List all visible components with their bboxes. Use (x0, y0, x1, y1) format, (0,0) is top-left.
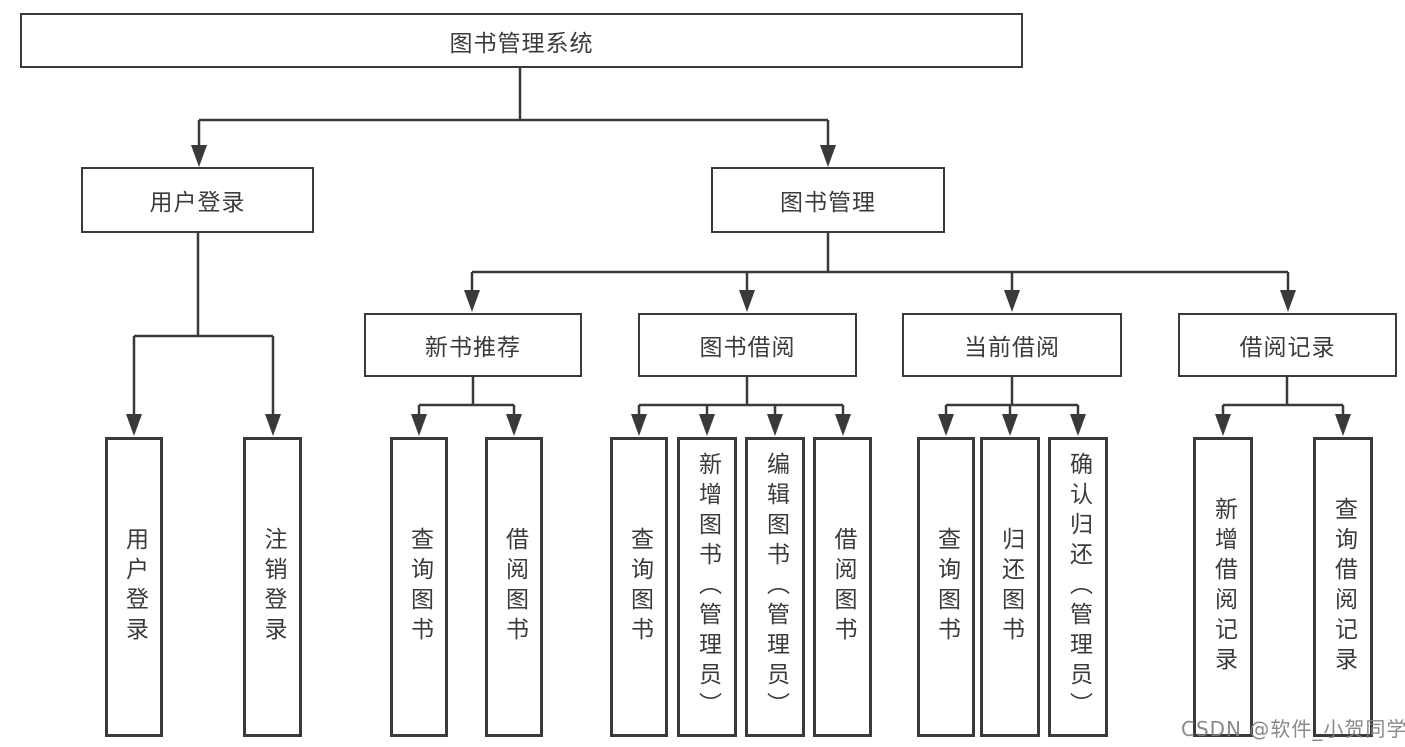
connector-root-to-level2 (191, 68, 836, 167)
node-label: 图书借阅 (699, 335, 796, 361)
node-label: 借阅图书 (830, 527, 856, 647)
node-leaf-add-books-admin: 新增图书（管理员） (677, 437, 737, 737)
connector-borrowing-records-children (1215, 377, 1351, 436)
connector-current-borrowing-children (938, 377, 1086, 436)
arrow-down-icon (699, 414, 715, 436)
node-label: 确认归还（管理员） (1065, 452, 1092, 722)
arrow-down-icon (631, 414, 647, 436)
node-leaf-logout: 注销登录 (243, 437, 302, 737)
arrow-down-icon (191, 145, 207, 167)
node-label: 新书推荐 (425, 335, 521, 361)
node-current-borrowing: 当前借阅 (902, 313, 1122, 377)
arrow-down-icon (1002, 414, 1018, 436)
node-label: 借阅图书 (501, 527, 528, 647)
node-label: 当前借阅 (964, 335, 1060, 361)
connector-user-login-children (126, 233, 281, 436)
node-borrowing-records: 借阅记录 (1178, 313, 1397, 377)
arrow-down-icon (126, 414, 142, 436)
arrow-down-icon (506, 414, 522, 436)
node-label: 查询借阅记录 (1330, 497, 1357, 677)
node-label: 查询图书 (626, 527, 653, 647)
arrow-down-icon (938, 414, 954, 436)
node-leaf-edit-books-admin: 编辑图书（管理员） (745, 437, 805, 737)
node-leaf-user-login: 用户登录 (105, 437, 163, 737)
node-user-login: 用户登录 (81, 167, 314, 233)
node-label: 借阅记录 (1239, 335, 1336, 361)
node-leaf-borrow-books-recommend: 借阅图书 (485, 437, 543, 737)
arrow-down-icon (464, 290, 480, 312)
node-book-borrowing: 图书借阅 (638, 313, 857, 377)
node-leaf-return-books: 归还图书 (980, 437, 1040, 737)
arrow-down-icon (1215, 414, 1231, 436)
node-library-system: 图书管理系统 (20, 13, 1023, 68)
arrow-down-icon (1280, 290, 1296, 312)
node-leaf-query-books-borrowing: 查询图书 (610, 437, 668, 737)
node-label: 查询图书 (933, 527, 960, 647)
node-book-management: 图书管理 (711, 167, 945, 233)
node-label: 新增借阅记录 (1210, 497, 1237, 677)
arrow-down-icon (835, 414, 851, 436)
node-leaf-add-borrow-record: 新增借阅记录 (1193, 437, 1253, 737)
node-label: 查询图书 (406, 527, 433, 647)
node-label: 用户登录 (121, 527, 148, 647)
node-label: 图书管理 (780, 190, 876, 216)
node-label: 用户登录 (149, 190, 246, 216)
node-leaf-query-books-recommend: 查询图书 (390, 437, 448, 737)
node-label: 图书管理系统 (449, 30, 594, 57)
arrow-down-icon (767, 414, 783, 436)
connector-new-book-children (411, 377, 522, 436)
arrow-down-icon (1070, 414, 1086, 436)
arrow-down-icon (820, 145, 836, 167)
node-label: 新增图书（管理员） (694, 452, 721, 722)
arrow-down-icon (739, 290, 755, 312)
node-label: 编辑图书（管理员） (762, 452, 789, 722)
connector-book-borrowing-children (631, 377, 851, 436)
node-leaf-query-borrow-record: 查询借阅记录 (1313, 437, 1373, 737)
watermark: CSDN @软件_小贺同学 (1181, 717, 1405, 741)
arrow-down-icon (1335, 414, 1351, 436)
arrow-down-icon (265, 414, 281, 436)
node-leaf-query-books-current: 查询图书 (917, 437, 975, 737)
arrow-down-icon (1004, 290, 1020, 312)
node-leaf-confirm-return-admin: 确认归还（管理员） (1048, 437, 1108, 737)
node-leaf-borrow-books: 借阅图书 (813, 437, 872, 737)
node-label: 注销登录 (260, 527, 286, 647)
connector-book-management-children (464, 233, 1296, 312)
arrow-down-icon (411, 414, 427, 436)
node-new-book-recommend: 新书推荐 (364, 313, 582, 377)
node-label: 归还图书 (997, 527, 1024, 647)
